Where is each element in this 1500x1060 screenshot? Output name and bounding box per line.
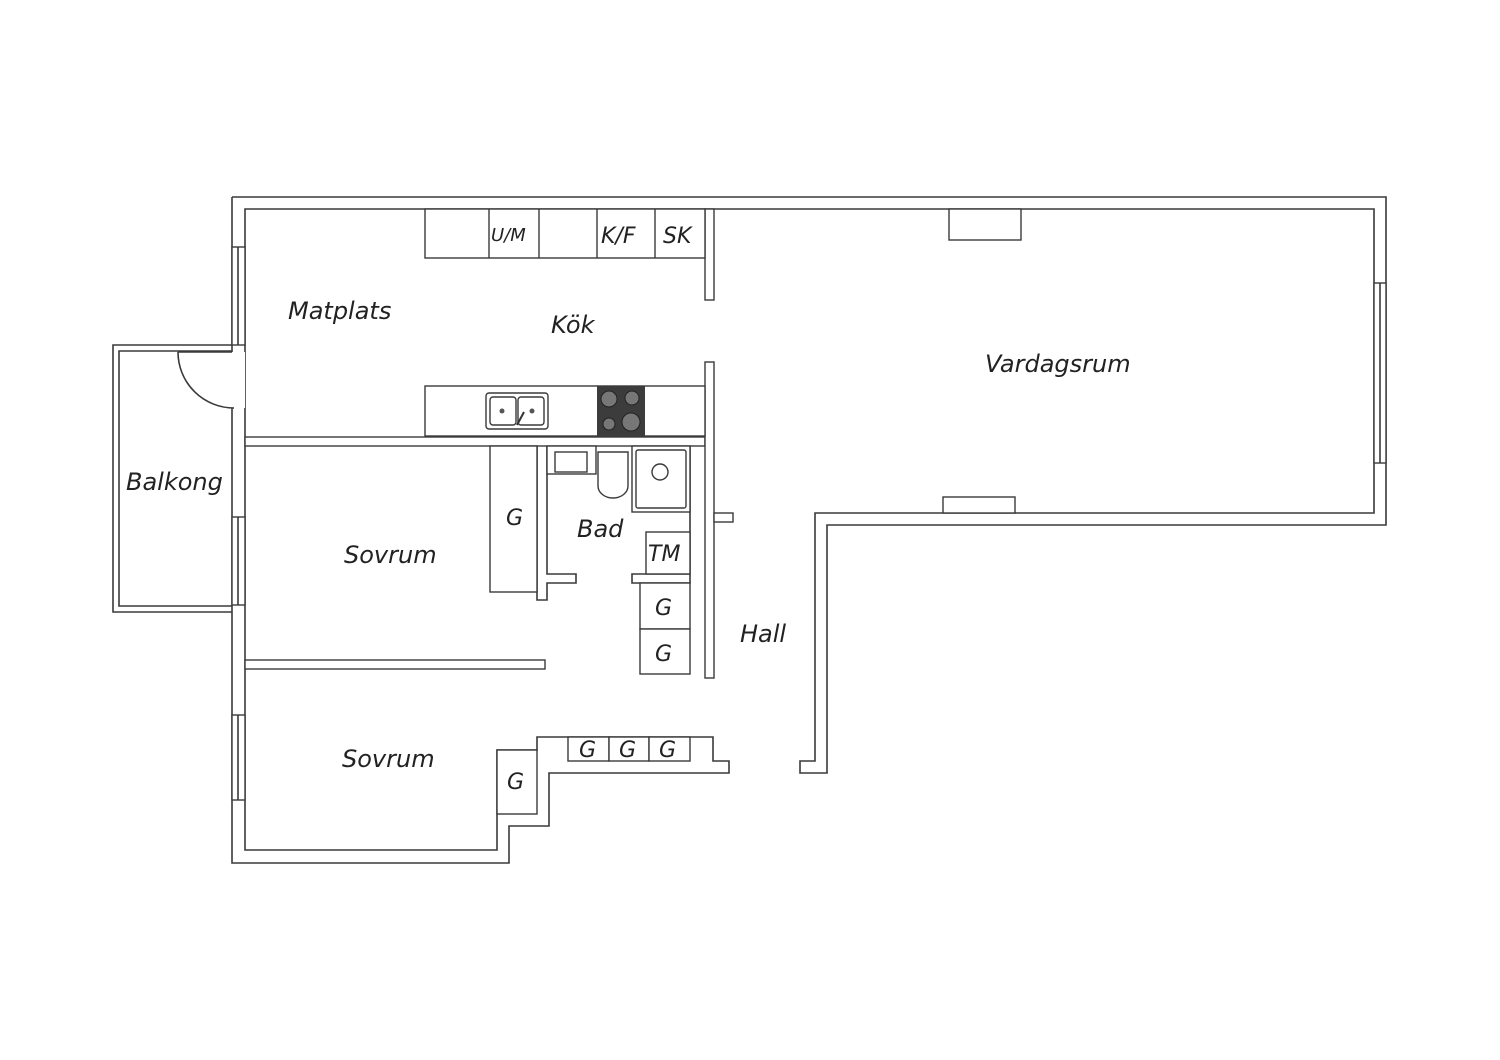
room-label-kok: Kök bbox=[551, 311, 596, 339]
closet-label: G bbox=[619, 738, 636, 763]
sink-icon bbox=[485, 392, 549, 430]
closet-label: G bbox=[655, 642, 672, 667]
room-label-sovrum-1: Sovrum bbox=[344, 541, 437, 569]
balcony bbox=[112, 344, 245, 613]
room-label-matplats: Matplats bbox=[288, 297, 391, 325]
closet-label: G bbox=[659, 738, 676, 763]
closet-label: G bbox=[655, 596, 672, 621]
closet-label: G bbox=[506, 506, 523, 531]
balcony-door[interactable] bbox=[177, 351, 235, 409]
bathroom-fixtures bbox=[546, 445, 691, 513]
room-label-bad: Bad bbox=[577, 515, 624, 543]
windows bbox=[231, 246, 1387, 801]
toilet-icon bbox=[597, 451, 629, 499]
stove-icon bbox=[597, 386, 645, 436]
fixture-label-sk: SK bbox=[663, 224, 693, 249]
room-label-hall: Hall bbox=[740, 620, 786, 648]
kitchen-counter-top bbox=[424, 208, 706, 259]
kitchen-counter-bottom bbox=[424, 385, 706, 437]
interior-walls bbox=[244, 208, 1022, 679]
outer-wall-outline bbox=[231, 196, 1387, 864]
closet-label: G bbox=[507, 770, 524, 795]
fixture-label-tm: TM bbox=[648, 542, 680, 567]
room-label-balkong: Balkong bbox=[126, 468, 223, 496]
room-label-sovrum-2: Sovrum bbox=[342, 745, 435, 773]
closet-label: G bbox=[579, 738, 596, 763]
fixture-label-um: U/M bbox=[491, 225, 526, 246]
room-label-vardagsrum: Vardagsrum bbox=[985, 350, 1131, 378]
fixture-label-kf: K/F bbox=[601, 224, 636, 249]
closets bbox=[489, 445, 691, 815]
